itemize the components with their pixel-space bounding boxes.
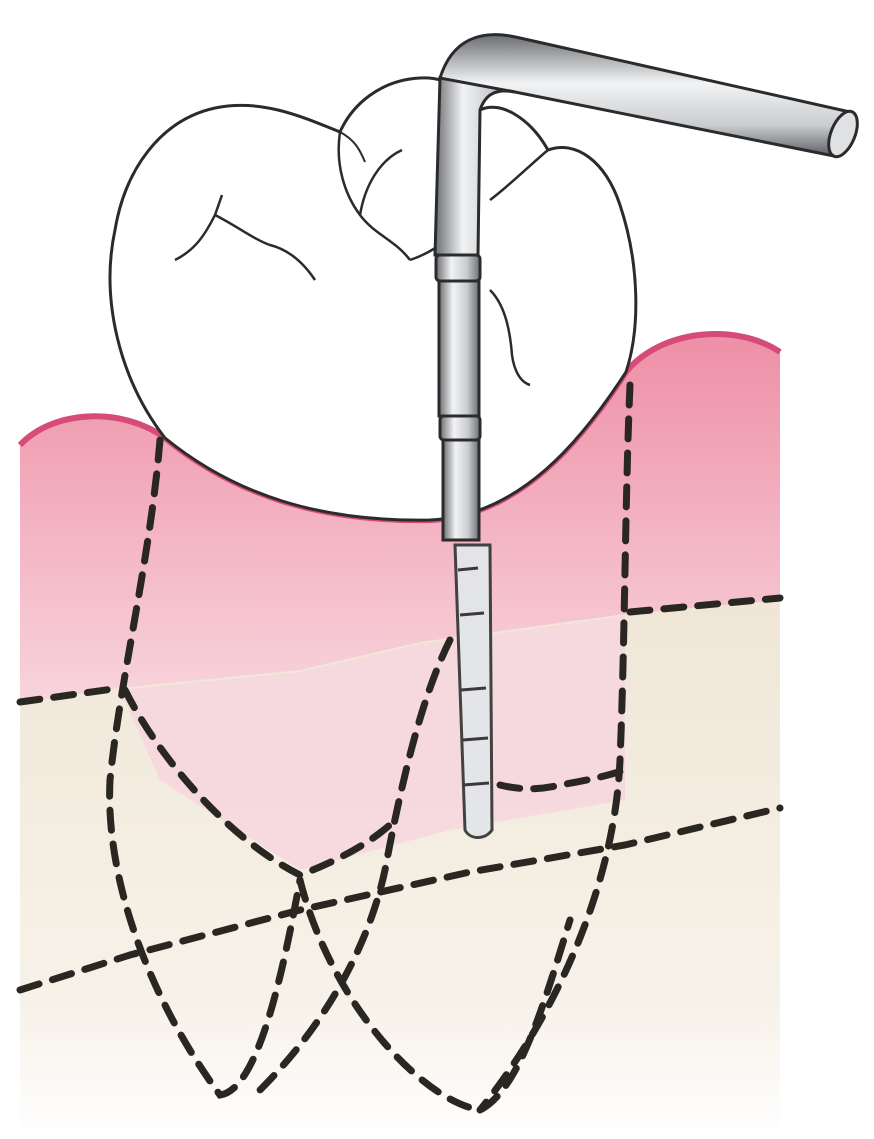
- probe-collar-1: [436, 255, 480, 281]
- probe-collar-2: [440, 416, 480, 440]
- tooth-crown: [110, 78, 636, 520]
- molar-tooth-icon: [110, 78, 636, 520]
- probe-segment-1: [439, 281, 479, 416]
- probe-segment-2: [443, 440, 479, 540]
